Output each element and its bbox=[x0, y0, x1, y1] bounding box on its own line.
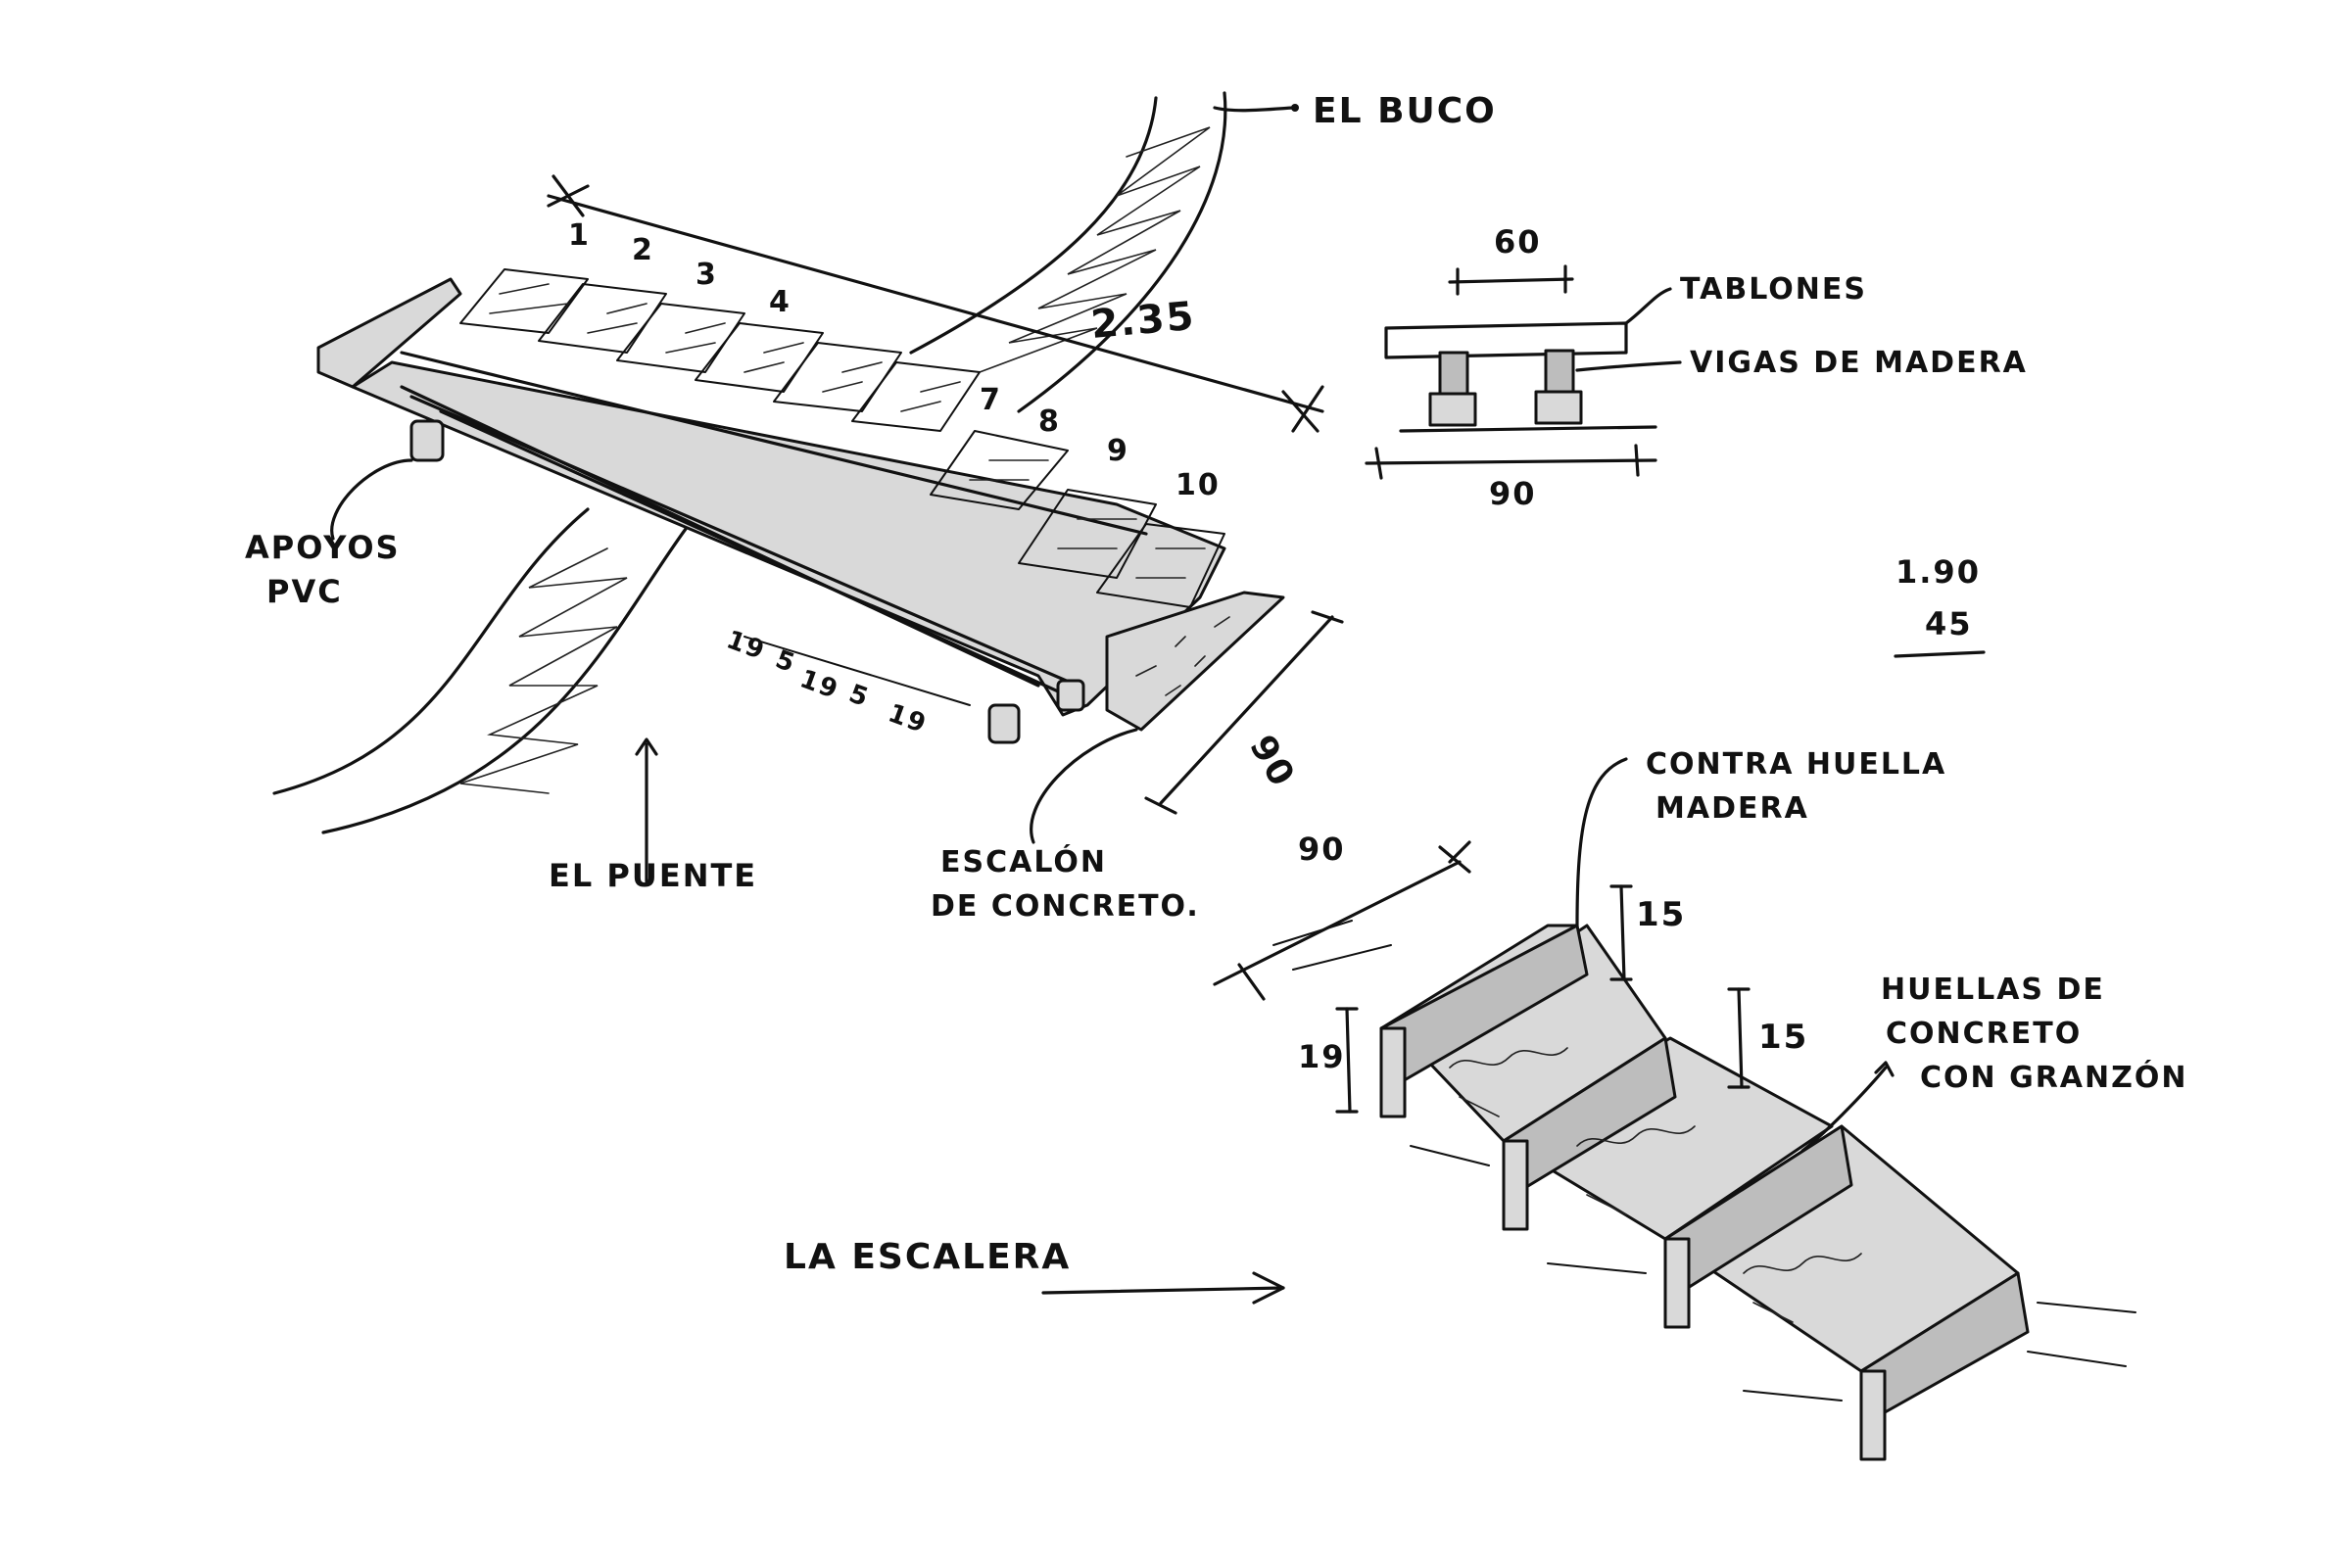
label-concreto: CONCRETO bbox=[1886, 1017, 2082, 1051]
plank-number: 8 bbox=[1038, 404, 1061, 439]
plank-number: 3 bbox=[696, 258, 718, 292]
label-contra-huella: CONTRA HUELLA bbox=[1646, 747, 1946, 782]
plank-number: 2 bbox=[632, 233, 654, 267]
ratio-note: 1.90 45 bbox=[1894, 553, 1986, 658]
bridge-width-dimension: 90 bbox=[1241, 729, 1303, 794]
ratio-bottom: 45 bbox=[1925, 605, 1973, 642]
plank-gap-dimension: 19 bbox=[885, 698, 932, 739]
plank-number: 4 bbox=[769, 285, 792, 319]
section-bottom-dimension: 90 bbox=[1489, 475, 1537, 512]
plank-number: 7 bbox=[980, 383, 1002, 417]
bridge-drawing: 1 2 3 4 7 8 9 10 2.35 90 19 5 19 5 19 EL… bbox=[245, 91, 1497, 924]
section-top-dimension: 60 bbox=[1494, 223, 1542, 261]
label-la-escalera: LA ESCALERA bbox=[784, 1237, 1071, 1277]
label-de-concreto: DE CONCRETO. bbox=[931, 889, 1200, 924]
stair-width-dimension: 90 bbox=[1298, 831, 1346, 868]
ratio-top: 1.90 bbox=[1895, 553, 1981, 591]
plank-number: 9 bbox=[1107, 434, 1129, 468]
label-tablones: TABLONES bbox=[1680, 272, 1867, 307]
label-el-buco: EL BUCO bbox=[1313, 91, 1497, 131]
label-huellas: HUELLAS DE bbox=[1881, 973, 2105, 1007]
label-madera: MADERA bbox=[1655, 791, 1809, 826]
label-pvc: PVC bbox=[266, 573, 343, 610]
label-vigas: VIGAS DE MADERA bbox=[1690, 346, 2028, 380]
label-apoyos: APOYOS bbox=[245, 529, 401, 566]
plank-number: 10 bbox=[1176, 468, 1221, 502]
span-dimension: 2.35 bbox=[1089, 294, 1197, 348]
plank-gap-dimension: 5 bbox=[845, 679, 874, 713]
riser-dimension: 15 bbox=[1636, 895, 1686, 934]
plank-gap-dimension: 19 bbox=[723, 625, 770, 666]
stair-drawing: 90 15 15 19 CONTRA HUELLA MADERA HUELLAS… bbox=[784, 747, 2187, 1461]
riser-dimension: 15 bbox=[1758, 1018, 1808, 1057]
plank-number: 1 bbox=[568, 218, 591, 253]
label-granzon: CON GRANZÓN bbox=[1920, 1059, 2187, 1095]
plank-gap-dimension: 5 bbox=[772, 644, 800, 679]
section-detail: 60 90 TABLONES VIGAS DE MADERA bbox=[1365, 223, 2028, 512]
plank-gap-dimension: 19 bbox=[796, 664, 843, 705]
label-escalon: ESCALÓN bbox=[940, 843, 1107, 879]
label-el-puente: EL PUENTE bbox=[549, 857, 757, 894]
stair-height-dimension: 19 bbox=[1298, 1038, 1346, 1075]
